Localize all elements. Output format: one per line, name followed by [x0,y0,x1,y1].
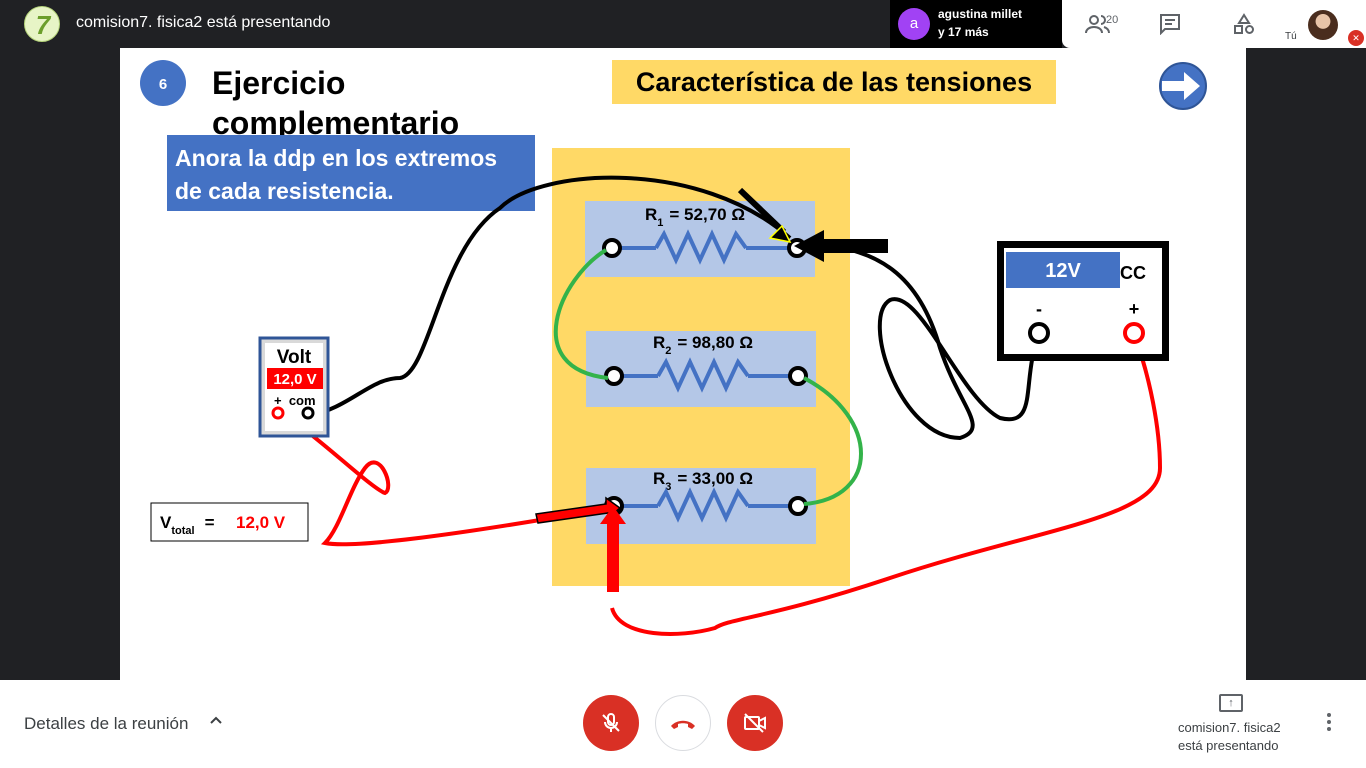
resistor-r2-zigzag [656,357,750,393]
voltmeter-terminals: + com [274,393,316,408]
presenting-label-line1: comision7. fisica2 [1178,720,1281,735]
more-vert-icon[interactable] [1326,712,1332,738]
red-arrow-up-head [600,506,626,524]
people-count: 20 [1106,14,1119,26]
green-wire-r1-r2 [553,248,609,380]
yellow-arrow-head [768,224,792,244]
r2-left-terminal [604,366,624,386]
mic-toggle-button[interactable] [583,695,639,751]
resistor-r3-label: R3= 33,00 Ω [653,469,753,493]
resistor-r3-zigzag [656,487,750,523]
resistor-r1-label: R1= 52,70 Ω [645,205,745,229]
self-avatar [1308,10,1338,40]
people-button[interactable]: 20 [1084,10,1118,38]
voltmeter-display [267,368,323,389]
activities-button[interactable] [1230,10,1258,38]
slide-canvas: 6 Ejercicio complementario Característic… [140,60,1207,636]
resistor-r1-zigzag [654,229,748,265]
red-wire-source [610,332,1163,636]
self-label: Tú [1285,31,1297,42]
instruction-line2: de cada resistencia. [175,178,394,204]
yellow-arrow-shaft [737,187,787,235]
slide-header: Característica de las tensiones [636,67,1032,97]
r3-right-terminal [788,496,808,516]
slide-header-bg [612,60,1056,104]
people-icon [1085,15,1110,34]
voltmeter-com-terminal [301,406,315,420]
source-type: CC [1120,263,1146,283]
black-arrow-shaft [822,239,888,253]
shapes-icon [1234,13,1254,34]
r2-right-terminal [788,366,808,386]
red-arrow-up-shaft [607,522,619,592]
black-wire-voltmeter [307,175,792,418]
participant-name: agustina millet [938,7,1023,21]
presentation-slide: 6 Ejercicio complementario Característic… [120,48,1246,680]
slide-title-line1: Ejercicio [212,65,345,101]
active-speaker-chip[interactable]: a agustina millet y 17 más [890,0,1062,48]
next-arrow-icon [1162,72,1200,100]
voltmeter-title: Volt [277,347,312,368]
instruction-line1: Anora la ddp en los extremos [175,145,497,171]
self-view[interactable]: Tú ✕ [1280,0,1366,48]
presenting-label-line2: está presentando [1178,738,1279,753]
source-minus-terminal [1028,322,1050,344]
source-voltage: 12V [1045,260,1081,282]
phone-hangup-icon [671,720,695,729]
top-tools: 20 [1062,0,1280,48]
voltmeter-plus-terminal [271,406,285,420]
presenter-avatar: 7 [24,6,60,42]
chevron-up-icon[interactable] [208,712,224,731]
presenter-title: comision7. fisica2 está presentando [76,14,331,31]
chat-button[interactable] [1156,10,1184,38]
green-wire-r2-r3 [803,376,863,506]
camera-toggle-button[interactable] [727,695,783,751]
slide-number: 6 [159,76,167,93]
meeting-details-button[interactable]: Detalles de la reunión [24,714,189,733]
chat-icon [1160,14,1180,36]
r1-left-terminal [602,238,622,258]
instruction-box [167,135,535,211]
black-arrow-head [794,230,824,262]
voltmeter-reading: 12,0 V [273,371,316,388]
resistor-r2-box [586,331,816,407]
source-minus-label: - [1036,299,1042,319]
top-bar: 7 comision7. fisica2 está presentando a … [0,0,1366,48]
red-wire-voltmeter [277,410,611,547]
mic-off-icon [602,713,620,732]
participant-more: y 17 más [938,25,989,39]
black-wire-source [799,242,1042,441]
source-plus-label: + [1129,299,1140,319]
self-mic-off-icon: ✕ [1348,30,1364,46]
resistor-r2-label: R2= 98,80 Ω [653,333,753,357]
camera-off-icon [744,713,766,733]
source-plus-terminal [1123,322,1145,344]
vtotal-label: Vtotal= [160,513,215,537]
vtotal-box [150,502,309,542]
bottom-bar: Detalles de la reunión ↑ comision7. fisi… [0,680,1366,768]
hangup-button[interactable] [655,695,711,751]
slide-number-badge [140,60,186,106]
participant-avatar: a [898,8,930,40]
vtotal-value: 12,0 V [236,513,286,532]
source-display [1006,252,1120,288]
present-screen-icon[interactable]: ↑ [1219,694,1243,712]
